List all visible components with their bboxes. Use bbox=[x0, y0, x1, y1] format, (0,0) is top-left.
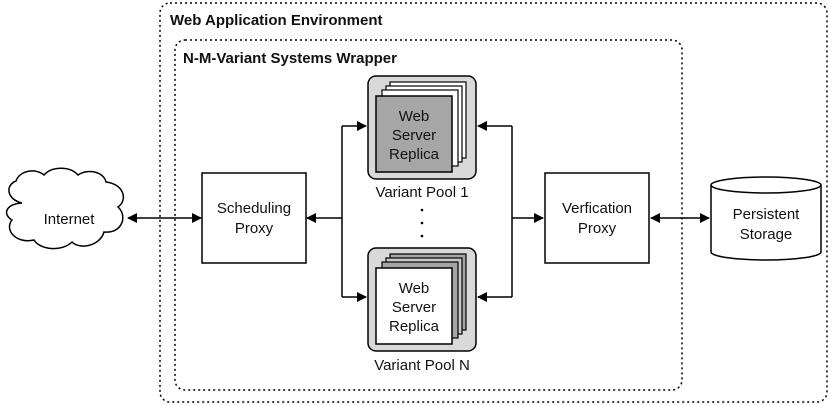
ellipsis-dot-2 bbox=[420, 221, 424, 225]
storage-line2: Storage bbox=[740, 226, 793, 243]
pool-1-replica bbox=[375, 95, 453, 173]
verification-proxy-line1: Verfication bbox=[562, 200, 632, 217]
storage-line1: Persistent bbox=[733, 206, 801, 223]
storage-cylinder-top bbox=[710, 176, 822, 194]
ellipsis bbox=[420, 208, 424, 238]
scheduling-proxy: Scheduling Proxy bbox=[201, 172, 307, 264]
pool-1-replica-line2: Server bbox=[392, 127, 436, 144]
scheduling-proxy-line1: Scheduling bbox=[217, 200, 291, 217]
variant-pool-1: Web Server Replica bbox=[367, 75, 477, 180]
variant-pool-1-label: Variant Pool 1 bbox=[375, 184, 468, 201]
variant-pool-n-label: Variant Pool N bbox=[374, 357, 470, 374]
pool-1-replica-line3: Replica bbox=[389, 146, 440, 163]
environment-boundary bbox=[159, 2, 828, 403]
pool-n-replica-line3: Replica bbox=[389, 318, 440, 335]
pool-1-replica-line1: Web bbox=[399, 108, 430, 125]
verification-proxy: Verfication Proxy bbox=[544, 172, 650, 264]
scheduling-proxy-box bbox=[201, 172, 307, 264]
scheduling-proxy-line2: Proxy bbox=[235, 220, 274, 237]
pool-n-replica bbox=[375, 267, 453, 345]
pool-n-replica-line2: Server bbox=[392, 299, 436, 316]
ellipsis-dot-1 bbox=[420, 208, 424, 212]
storage-cylinder-body bbox=[710, 185, 822, 261]
internet-cloud: Internet bbox=[5, 167, 125, 250]
verification-proxy-box bbox=[544, 172, 650, 264]
environment-title: Web Application Environment bbox=[170, 12, 383, 29]
verification-proxy-line2: Proxy bbox=[578, 220, 617, 237]
persistent-storage: Persistent Storage bbox=[710, 176, 822, 261]
cloud-shape bbox=[5, 167, 125, 250]
variant-pool-n: Web Server Replica bbox=[367, 247, 477, 352]
ellipsis-dot-3 bbox=[420, 234, 424, 238]
internet-label: Internet bbox=[44, 211, 96, 228]
wrapper-title: N-M-Variant Systems Wrapper bbox=[183, 50, 397, 67]
pool-n-replica-line1: Web bbox=[399, 280, 430, 297]
